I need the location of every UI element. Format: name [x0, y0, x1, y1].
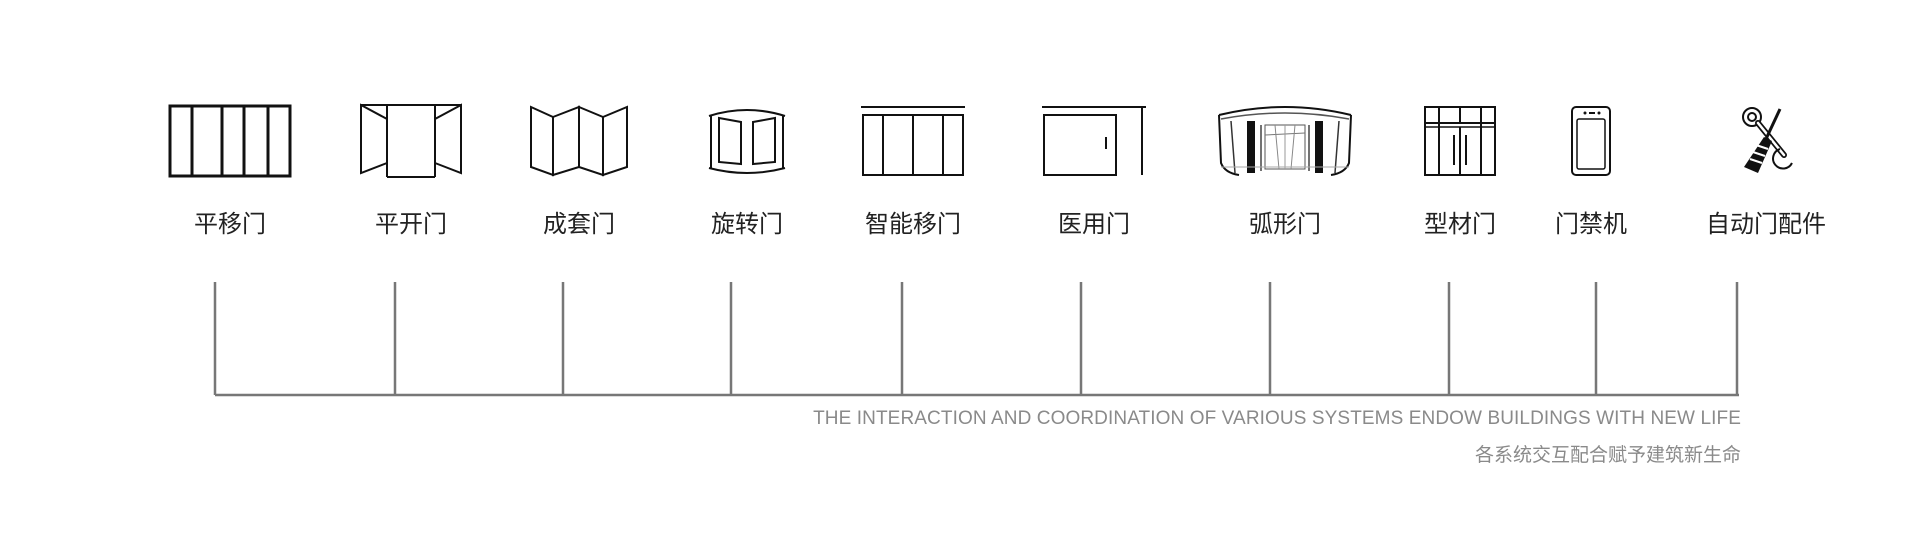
category-folding-door[interactable]: 成套门 [504, 96, 654, 246]
category-label: 智能移门 [865, 210, 961, 238]
category-label: 自动门配件 [1706, 210, 1826, 238]
revolving-door-icon [672, 96, 822, 186]
category-label: 平移门 [194, 210, 266, 238]
swing-door-icon [336, 96, 486, 186]
category-curved-door[interactable]: 弧形门 [1210, 96, 1360, 246]
category-medical-door[interactable]: 医用门 [1019, 96, 1169, 246]
category-revolving-door[interactable]: 旋转门 [672, 96, 822, 246]
category-label: 弧形门 [1249, 210, 1321, 238]
category-automatic-door-accessories[interactable]: 自动门配件 [1691, 96, 1841, 246]
category-profile-door[interactable]: 型材门 [1385, 96, 1535, 246]
category-label: 医用门 [1058, 210, 1130, 238]
tagline-english: THE INTERACTION AND COORDINATION OF VARI… [813, 408, 1741, 429]
sliding-door-icon [155, 96, 305, 186]
category-label: 旋转门 [711, 210, 783, 238]
category-label: 平开门 [375, 210, 447, 238]
tools-icon [1691, 96, 1841, 186]
smart-sliding-door-icon [838, 96, 988, 186]
category-label: 门禁机 [1555, 210, 1627, 238]
profile-door-icon [1385, 96, 1535, 186]
folding-door-icon [504, 96, 654, 186]
medical-door-icon [1019, 96, 1169, 186]
category-smart-sliding-door[interactable]: 智能移门 [838, 96, 988, 246]
tagline-chinese: 各系统交互配合赋予建筑新生命 [1474, 444, 1741, 466]
category-label: 成套门 [543, 210, 615, 238]
category-label: 型材门 [1424, 210, 1496, 238]
category-sliding-door[interactable]: 平移门 [155, 96, 305, 246]
access-control-icon [1516, 96, 1666, 186]
curved-door-icon [1210, 96, 1360, 186]
category-swing-door[interactable]: 平开门 [336, 96, 486, 246]
category-access-control[interactable]: 门禁机 [1516, 96, 1666, 246]
